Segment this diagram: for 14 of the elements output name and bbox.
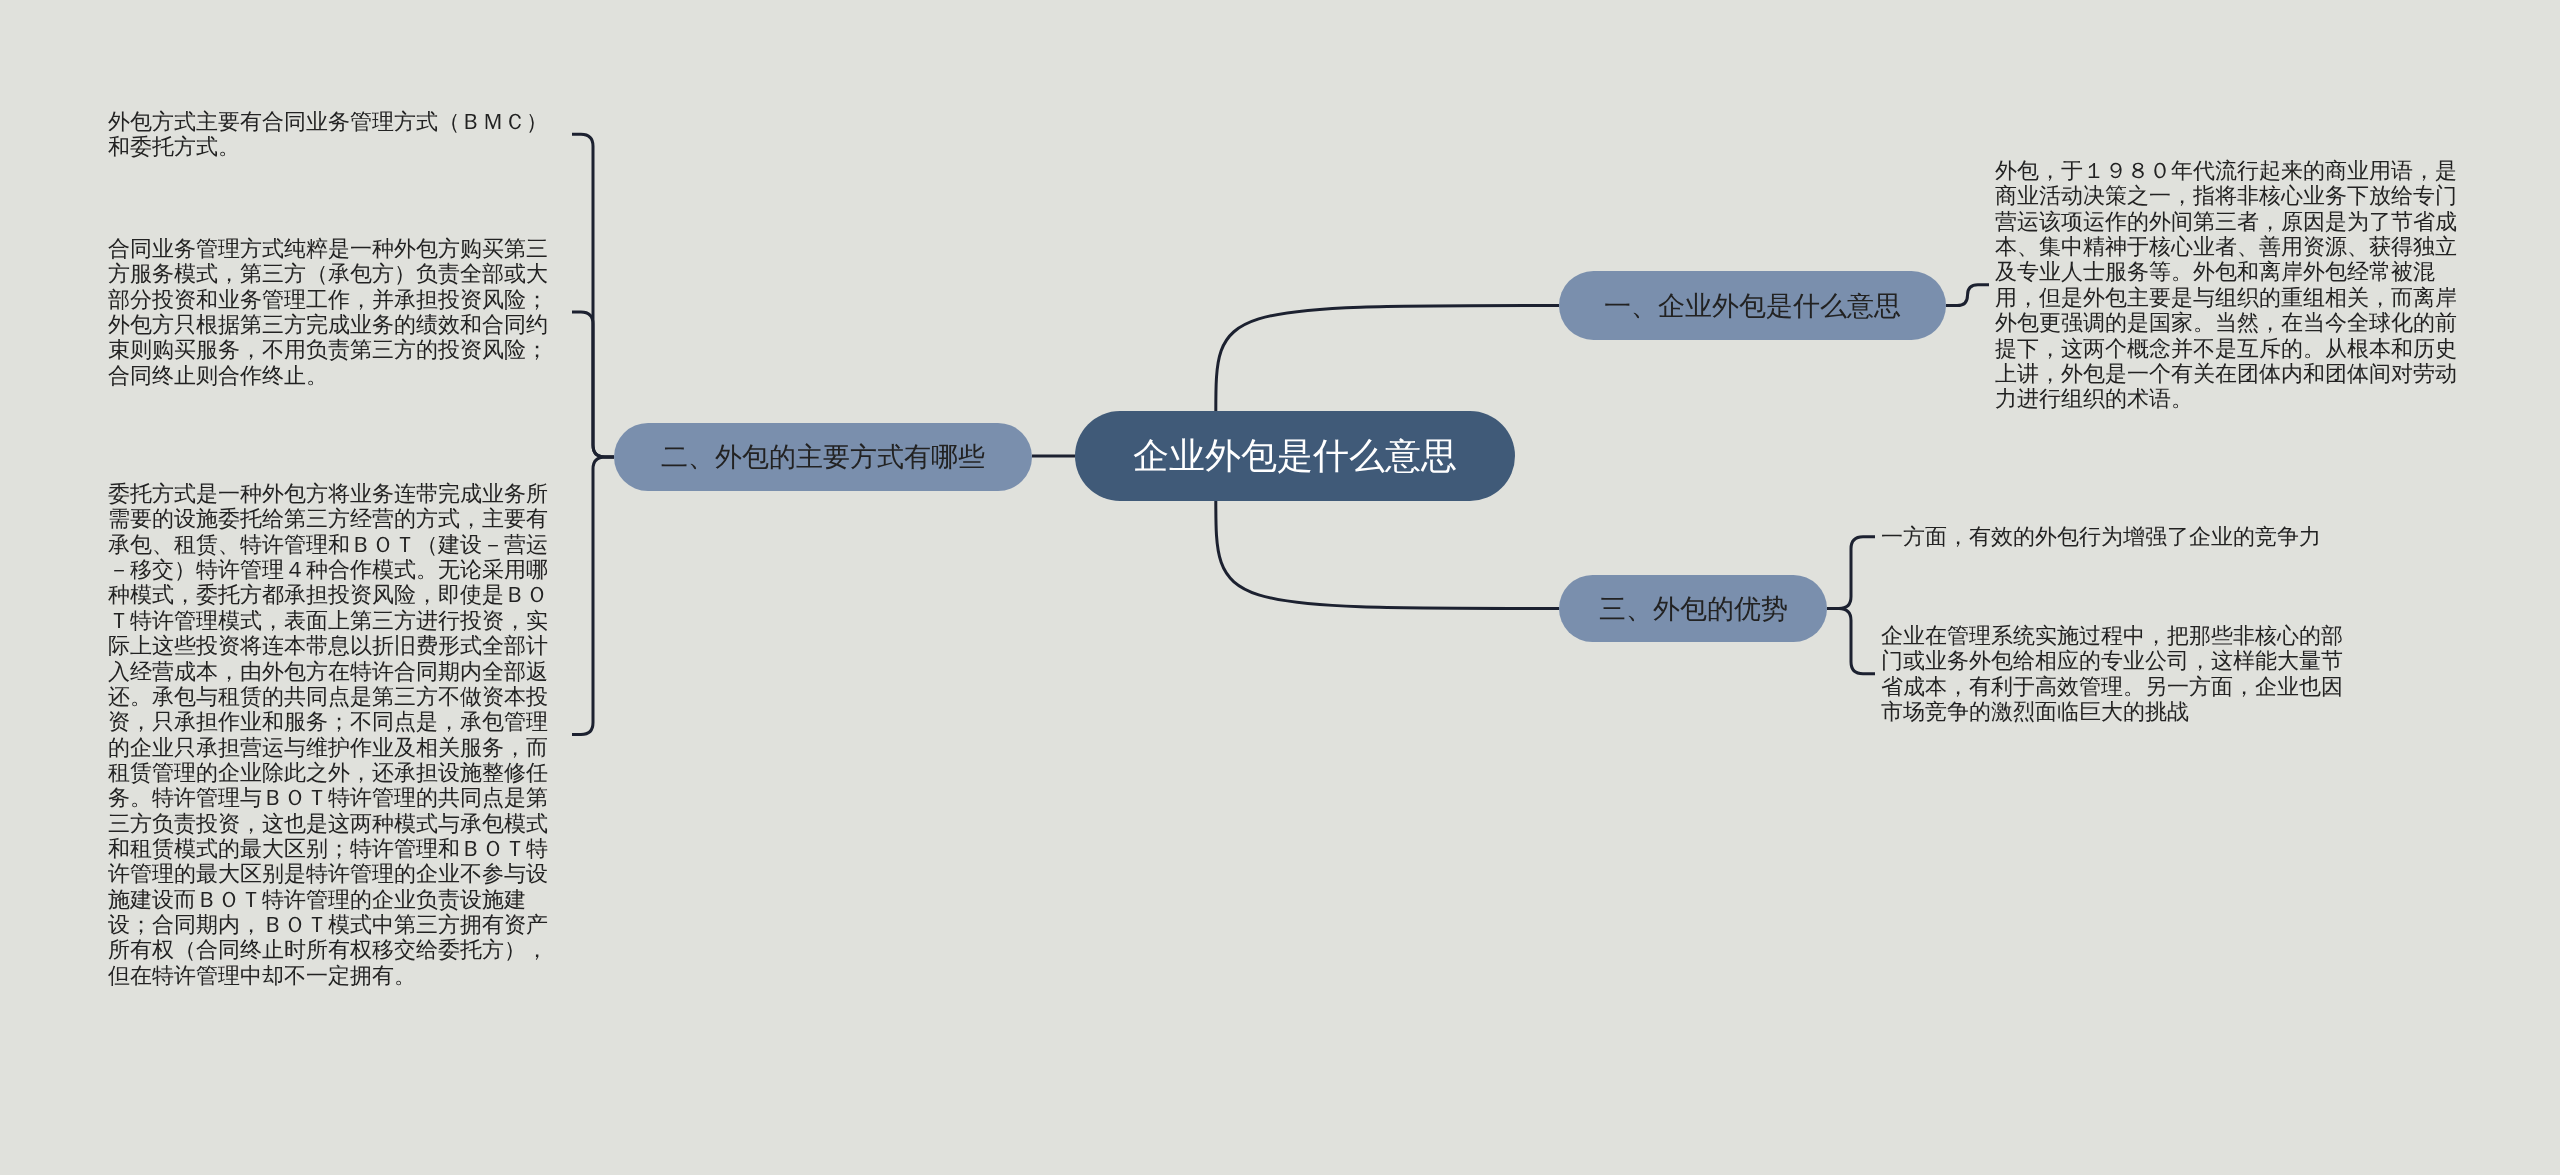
topic-box: 二、外包的主要方式有哪些 <box>614 423 1032 491</box>
note-text: 一方面，有效的外包行为增强了企业的竞争力 <box>1881 524 2351 550</box>
connector-line <box>1032 454 1075 458</box>
connector-line <box>1946 283 1989 307</box>
note-text: 合同业务管理方式纯粹是一种外包方购买第三方服务模式，第三方（承包方）负责全部或大部分投资和业务管理工作，并承担投资风险；外包方只根据第三方完成业务的绩效和合同约束则购买服务，不用负责第三方的投资风险；合同终止则合作终止。 <box>108 236 566 389</box>
topic-box: 一、企业外包是什么意思 <box>1559 271 1946 340</box>
central-topic: 企业外包是什么意思 <box>1075 411 1515 501</box>
topic-box: 三、外包的优势 <box>1559 575 1827 642</box>
note-text: 外包，于１９８０年代流行起来的商业用语，是商业活动决策之一，指将非核心业务下放给专门营运该项运作的外间第三者，原因是为了节省成本、集中精神于核心业者、善用资源、获得独立及专业人士服务等。外包和离岸外包经常被混用，但是外包主要是与组织的重组相关，而离岸外包更强调的是国家。当然，在当今全球化的前提下，这两个概念并不是互斥的。从根本和历史上讲，外包是一个有关在团体内和团体间对劳动力进行组织的术语。 <box>1995 158 2461 412</box>
connector-line <box>1214 304 1559 413</box>
connector-line <box>1214 499 1559 610</box>
note-text: 外包方式主要有合同业务管理方式（ＢＭＣ）和委托方式。 <box>108 109 566 160</box>
note-text: 企业在管理系统实施过程中，把那些非核心的部门或业务外包给相应的专业公司，这样能大量节省成本，有利于高效管理。另一方面，企业也因市场竞争的激烈面临巨大的挑战 <box>1881 623 2347 725</box>
note-text: 委托方式是一种外包方将业务连带完成业务所需要的设施委托给第三方经营的方式，主要有承包、租赁、特许管理和ＢＯＴ（建设－营运－移交）特许管理４种合作模式。无论采用哪种模式，委托方都承担投资风险，即使是ＢＯＴ特许管理模式，表面上第三方进行投资，实际上这些投资将连本带息以折旧费形式全部计入经营成本，由外包方在特许合同期内全部返还。承包与租赁的共同点是第三方不做资本投资，只承担作业和服务；不同点是，承包管理的企业只承担营运与维护作业及相关服务，而租赁管理的企业除此之外，还承担设施整修任务。特许管理与ＢＯＴ特许管理的共同点是第三方负责投资，这也是这两种模式与承包模式和租赁模式的最大区别；特许管理和ＢＯＴ特许管理的最大区别是特许管理的企业不参与设施建设而ＢＯＴ特许管理的企业负责设施建设；合同期内，ＢＯＴ模式中第三方拥有资产所有权（合同终止时所有权移交给委托方），但在特许管理中却不一定拥有。 <box>108 481 566 989</box>
